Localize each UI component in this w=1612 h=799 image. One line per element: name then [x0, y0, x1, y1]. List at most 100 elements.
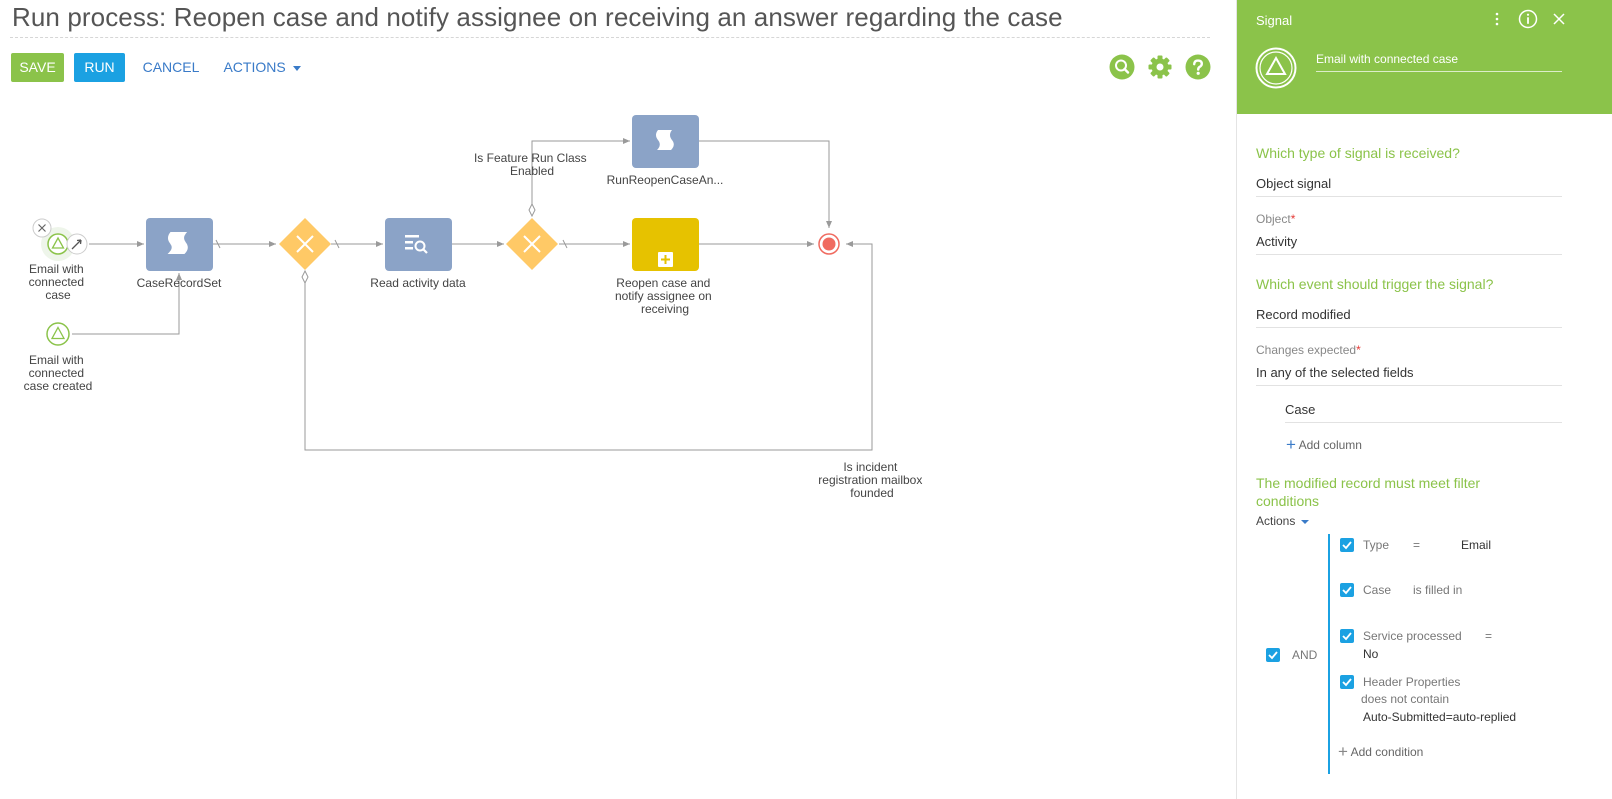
- task-read-activity-data-label: Read activity data: [370, 276, 466, 290]
- cancel-button[interactable]: CANCEL: [142, 59, 200, 75]
- filter-actions-label: Actions: [1256, 514, 1296, 528]
- info-icon[interactable]: [1518, 9, 1538, 29]
- required-marker: *: [1290, 212, 1296, 226]
- flow-gateway2-to-runreopen: [531, 138, 630, 208]
- process-diagram: Email with connected case Email with con…: [24, 115, 925, 500]
- panel-title: Signal: [1256, 13, 1293, 28]
- script-icon: [656, 130, 674, 150]
- element-name-field[interactable]: Email with connected case: [1316, 52, 1562, 72]
- run-button[interactable]: RUN: [74, 53, 125, 82]
- add-column-label: Add column: [1298, 438, 1362, 452]
- flow-label-line: founded: [850, 486, 893, 500]
- flow-label-line: Is Feature Run Class: [474, 151, 587, 165]
- signal-type-select[interactable]: Object signal: [1256, 176, 1562, 197]
- more-options-icon[interactable]: [1494, 12, 1500, 26]
- start-event-2-label: Email with connected case created: [24, 353, 93, 393]
- flow-runreopen-to-end: [699, 140, 832, 228]
- condition-operator[interactable]: =: [1485, 629, 1493, 643]
- flow-label-feature-enabled: Is Feature Run Class Enabled: [474, 151, 590, 178]
- condition-field[interactable]: Service processed: [1363, 629, 1462, 643]
- condition-checkbox[interactable]: [1340, 675, 1354, 689]
- signal-triangle-icon: [51, 236, 65, 249]
- signal-element-icon: [1255, 47, 1297, 89]
- start-event-2-label-line: connected: [29, 366, 84, 380]
- condition-operator[interactable]: is filled in: [1413, 583, 1463, 597]
- signal-type-question: Which type of signal is received?: [1256, 145, 1460, 161]
- condition-operator[interactable]: does not contain: [1361, 692, 1450, 706]
- required-marker: *: [1356, 343, 1361, 357]
- task-run-reopen-case-label: RunReopenCaseAn...: [607, 173, 724, 187]
- flow-gateway1-to-end: [304, 241, 873, 451]
- search-icon[interactable]: [1109, 54, 1135, 80]
- save-button[interactable]: SAVE: [11, 53, 64, 82]
- add-condition-label: Add condition: [1350, 745, 1424, 759]
- event-trigger-question: Which event should trigger the signal?: [1256, 276, 1494, 292]
- changes-expected-select[interactable]: In any of the selected fields: [1256, 365, 1562, 386]
- and-group-checkbox[interactable]: [1266, 648, 1280, 662]
- condition-checkbox[interactable]: [1340, 583, 1354, 597]
- subprocess-reopen-case-label: Reopen case and notify assignee on recei…: [615, 276, 715, 316]
- condition-operator[interactable]: =: [1413, 538, 1421, 552]
- object-label-text: Object: [1256, 212, 1291, 226]
- flow-start2-to-caserecordset: [72, 273, 182, 335]
- task-read-activity-data[interactable]: [385, 218, 452, 271]
- task-caserecordset-label: CaseRecordSet: [137, 276, 222, 290]
- gear-icon[interactable]: [1147, 54, 1173, 80]
- event-trigger-select[interactable]: Record modified: [1256, 307, 1562, 328]
- object-label: Object*: [1256, 212, 1295, 226]
- subprocess-label-line: notify assignee on: [615, 289, 712, 303]
- condition-value[interactable]: Email: [1461, 538, 1492, 552]
- changes-expected-label-text: Changes expected: [1256, 343, 1357, 357]
- caret-down-icon: [1300, 519, 1309, 524]
- start-event-2-label-line: Email with: [29, 353, 84, 367]
- script-icon: [167, 232, 188, 254]
- condition-value[interactable]: Auto-Submitted=auto-replied: [1363, 710, 1517, 724]
- subprocess-reopen-case[interactable]: [632, 218, 699, 271]
- start-event-1-label-line: case: [45, 288, 71, 302]
- read-data-icon: [405, 235, 428, 254]
- start-event-email-connected-case-created[interactable]: [46, 322, 70, 346]
- title-divider: [10, 37, 1210, 38]
- condition-field[interactable]: Type: [1363, 538, 1390, 552]
- signal-triangle-icon: [50, 326, 66, 340]
- selected-column-case[interactable]: Case: [1285, 402, 1562, 423]
- start-event-1-label-line: connected: [29, 275, 84, 289]
- and-operator-label[interactable]: AND: [1292, 648, 1318, 662]
- start-event-1-label: Email with connected case: [29, 262, 88, 302]
- flow-label-mailbox-founded: Is incident registration mailbox founded: [818, 460, 925, 500]
- filter-actions-menu[interactable]: Actions: [1256, 514, 1309, 528]
- actions-label: ACTIONS: [223, 59, 286, 75]
- flow-label-line: registration mailbox: [818, 473, 922, 487]
- start-event-2-label-line: case created: [24, 379, 93, 393]
- conditional-flow-marker: [301, 269, 309, 285]
- page-title: Run process: Reopen case and notify assi…: [12, 2, 1063, 32]
- default-flow-marker: [334, 239, 340, 249]
- condition-field[interactable]: Case: [1363, 583, 1392, 597]
- subprocess-label-line: Reopen case and: [616, 276, 710, 290]
- filter-conditions-question: The modified record must meet filter con…: [1256, 474, 1480, 510]
- condition-checkbox[interactable]: [1340, 538, 1354, 552]
- add-column-link[interactable]: + Add column: [1286, 436, 1362, 453]
- actions-menu-button[interactable]: ACTIONS: [221, 53, 303, 82]
- condition-checkbox[interactable]: [1340, 629, 1354, 643]
- conditional-flow-marker: [528, 202, 536, 218]
- close-icon[interactable]: [1551, 11, 1567, 27]
- filter-question-line: conditions: [1256, 493, 1320, 509]
- default-flow-marker: [562, 239, 568, 249]
- subprocess-label-line: receiving: [641, 302, 689, 316]
- changes-expected-label: Changes expected*: [1256, 343, 1361, 357]
- caret-down-icon: [292, 65, 301, 71]
- plus-icon: +: [1338, 742, 1348, 761]
- default-flow-marker: [215, 239, 221, 249]
- filter-question-line: The modified record must meet filter: [1256, 475, 1481, 491]
- signal-properties-panel: Signal Email with connected case Which t…: [1236, 0, 1612, 799]
- filter-group-bracket: [1328, 534, 1330, 774]
- flow-label-line: Enabled: [510, 164, 554, 178]
- add-condition-link[interactable]: + Add condition: [1338, 742, 1424, 761]
- start-event-1-label-line: Email with: [29, 262, 84, 276]
- condition-value[interactable]: No: [1363, 647, 1379, 661]
- condition-field[interactable]: Header Properties: [1363, 675, 1461, 689]
- object-select[interactable]: Activity: [1256, 234, 1562, 255]
- flow-label-line: Is incident: [843, 460, 898, 474]
- help-icon[interactable]: [1185, 54, 1211, 80]
